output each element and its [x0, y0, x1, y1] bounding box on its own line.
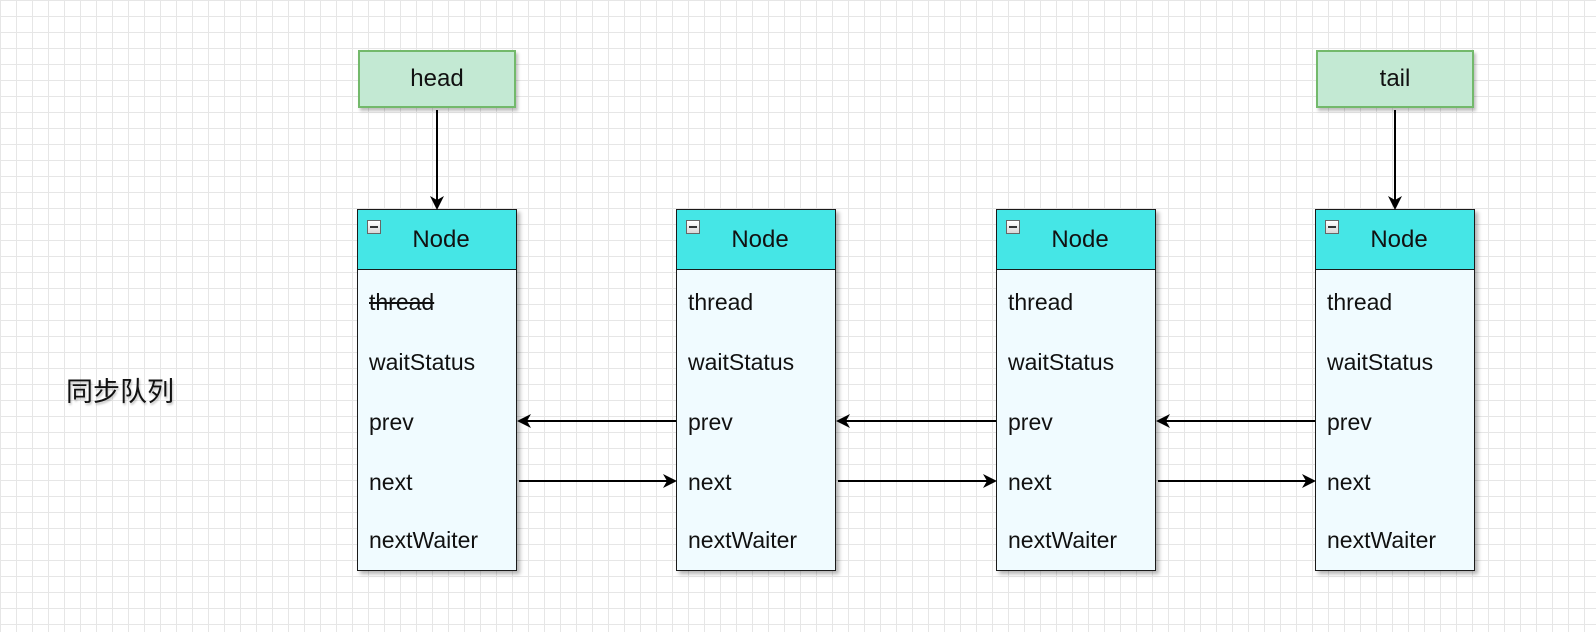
node-header: Node — [358, 210, 516, 270]
field-thread: thread — [688, 289, 754, 315]
node-2[interactable]: Node thread waitStatus prev next nextWai… — [676, 209, 836, 571]
head-pointer-box[interactable]: head — [358, 50, 516, 108]
field-waitstatus: waitStatus — [1327, 349, 1434, 375]
field-waitstatus: waitStatus — [688, 349, 795, 375]
collapse-icon[interactable] — [686, 220, 700, 234]
node-title: Node — [412, 225, 470, 253]
field-waitstatus: waitStatus — [369, 349, 476, 375]
field-prev: prev — [1008, 409, 1053, 435]
node-header: Node — [1316, 210, 1474, 270]
node-4[interactable]: Node thread waitStatus prev next nextWai… — [1315, 209, 1475, 571]
collapse-icon[interactable] — [1006, 220, 1020, 234]
field-next: next — [369, 469, 413, 495]
node-3[interactable]: Node thread waitStatus prev next nextWai… — [996, 209, 1156, 571]
node-header: Node — [997, 210, 1155, 270]
field-prev: prev — [369, 409, 414, 435]
tail-pointer-box[interactable]: tail — [1316, 50, 1474, 108]
field-nextwaiter: nextWaiter — [1008, 527, 1118, 553]
field-next: next — [1327, 469, 1371, 495]
collapse-icon[interactable] — [367, 220, 381, 234]
node-header: Node — [677, 210, 835, 270]
node-1[interactable]: Node thread waitStatus prev next nextWai… — [357, 209, 517, 571]
node-title: Node — [731, 225, 789, 253]
field-thread: thread — [1008, 289, 1074, 315]
field-thread: thread — [369, 289, 435, 315]
field-prev: prev — [688, 409, 733, 435]
field-next: next — [1008, 469, 1052, 495]
node-title: Node — [1370, 225, 1428, 253]
field-nextwaiter: nextWaiter — [369, 527, 479, 553]
node-title: Node — [1051, 225, 1109, 253]
sync-queue-label: 同步队列 — [66, 377, 174, 408]
field-next: next — [688, 469, 732, 495]
field-waitstatus: waitStatus — [1008, 349, 1115, 375]
field-thread: thread — [1327, 289, 1393, 315]
field-nextwaiter: nextWaiter — [1327, 527, 1437, 553]
field-prev: prev — [1327, 409, 1372, 435]
field-nextwaiter: nextWaiter — [688, 527, 798, 553]
collapse-icon[interactable] — [1325, 220, 1339, 234]
